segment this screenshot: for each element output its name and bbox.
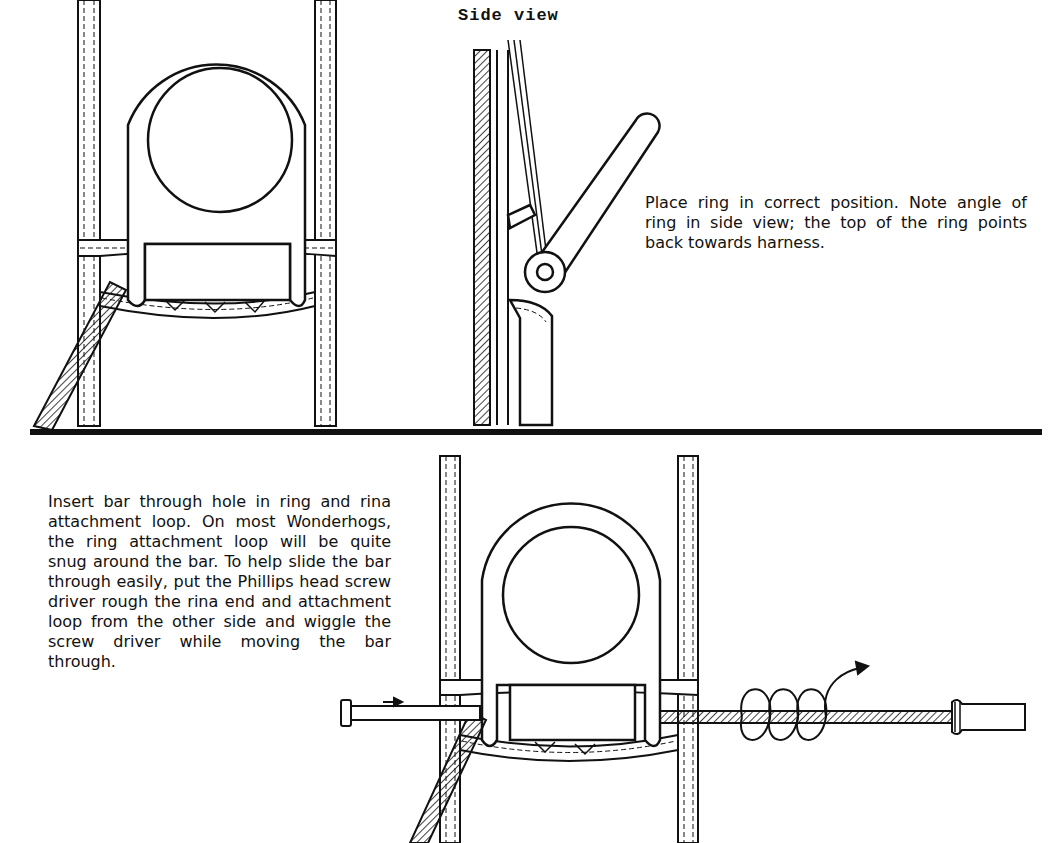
d-ring [148, 68, 292, 212]
harness-strap [440, 456, 698, 843]
screwdriver [741, 689, 770, 740]
d-ring [503, 527, 639, 663]
rope [34, 282, 126, 430]
d-ring [510, 685, 635, 740]
d-ring [482, 503, 660, 746]
harness-strap [94, 0, 95, 426]
screwdriver [797, 689, 826, 740]
side-view-bar [474, 50, 490, 425]
harness-strap [330, 0, 331, 426]
screwdriver [955, 702, 960, 732]
harness-strap [693, 456, 694, 843]
view-title: Side view [458, 6, 598, 25]
d-ring [128, 65, 305, 306]
side-view-ring [516, 308, 546, 322]
screwdriver [856, 662, 868, 674]
rope [410, 712, 486, 843]
side-view-ring [525, 252, 565, 292]
pivot-bar [394, 698, 402, 706]
screwdriver [769, 689, 798, 740]
attachment-loop [165, 300, 265, 312]
harness-strap [315, 0, 336, 426]
side-view-ring [510, 300, 552, 425]
harness-strap [321, 0, 322, 426]
instruction-note: Place ring in correct position. Note ang… [645, 193, 1027, 253]
screwdriver [952, 700, 1025, 734]
separator-rule [30, 429, 1042, 435]
pivot-bar [341, 700, 351, 726]
pivot-bar [350, 706, 480, 720]
harness-strap [684, 456, 685, 843]
screwdriver [660, 662, 1025, 740]
side-view-ring [537, 264, 553, 280]
d-ring [145, 244, 290, 300]
harness-strap [78, 0, 336, 426]
side-view-bar [496, 50, 498, 425]
instruction-note: Insert bar through hole in ring and rina… [48, 492, 391, 672]
pivot-bar [341, 698, 480, 726]
harness-strap [678, 456, 698, 843]
d-ring [482, 503, 660, 746]
screwdriver [660, 711, 952, 723]
side-view-ring [508, 205, 535, 228]
side-view-bar [507, 50, 509, 425]
attachment-loop [535, 742, 595, 754]
d-ring [128, 65, 305, 306]
rope [34, 282, 126, 430]
side-view-ring [508, 113, 660, 425]
separator-rule [30, 429, 1042, 435]
rope [410, 712, 486, 843]
screwdriver [825, 668, 860, 717]
